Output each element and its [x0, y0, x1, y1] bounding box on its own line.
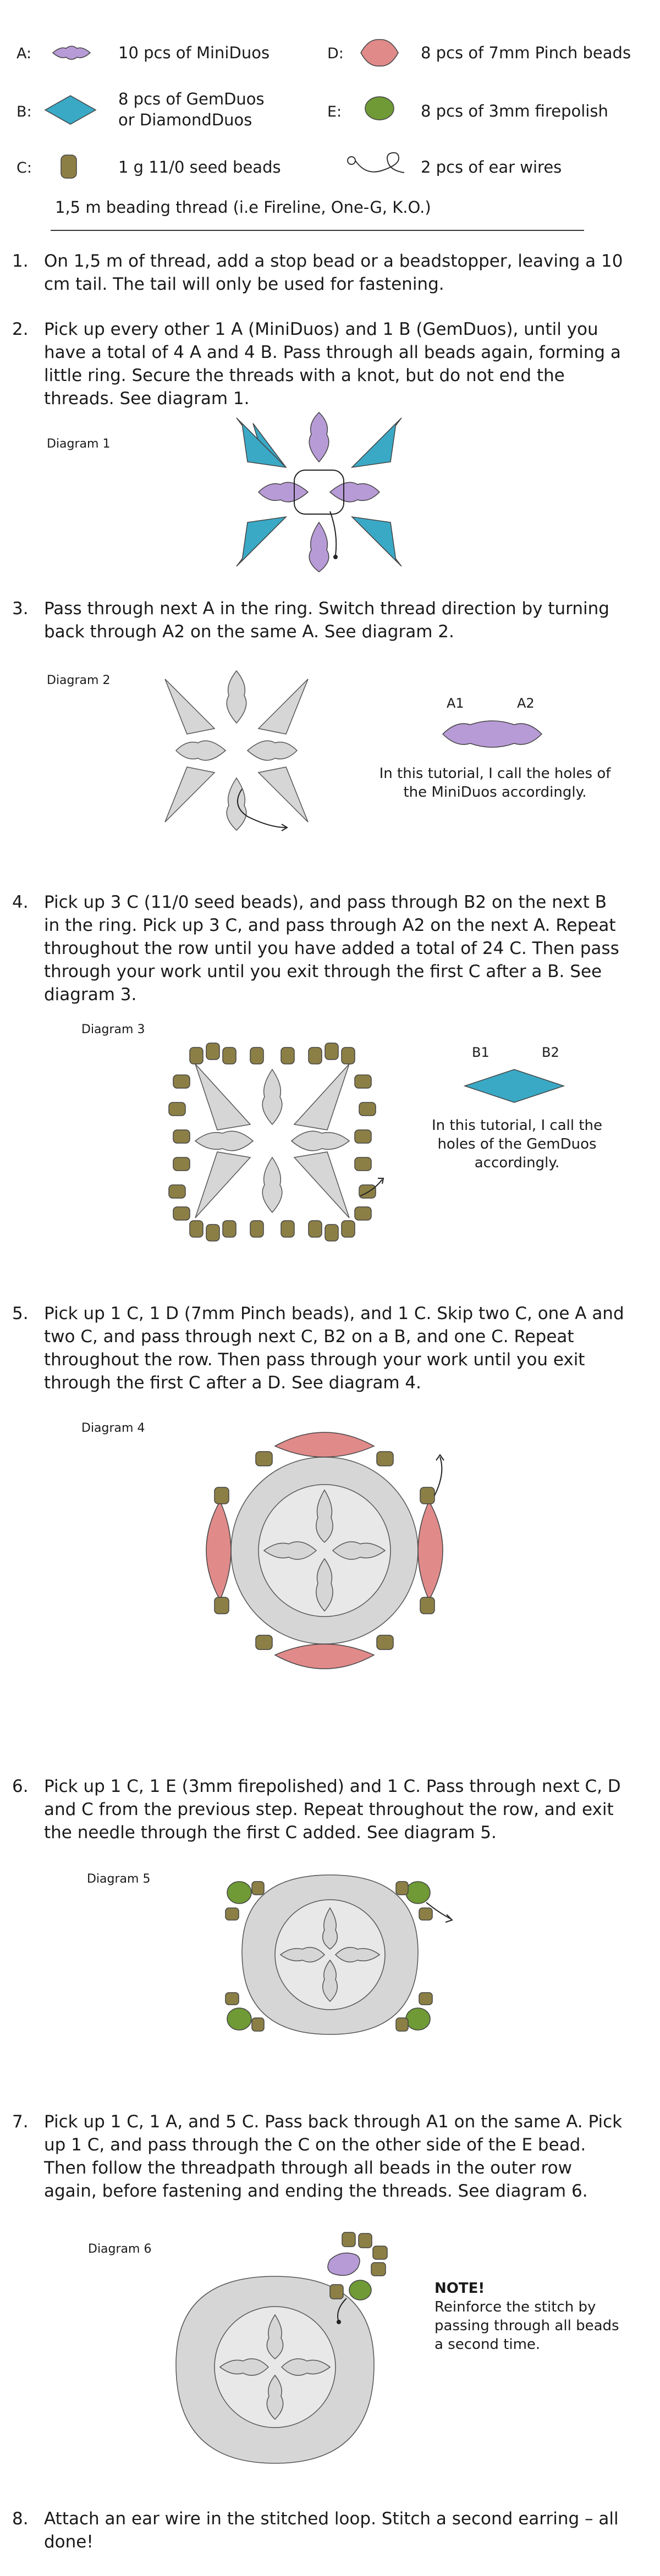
step-text: On 1,5 m of thread, add a stop bead or a…	[44, 251, 623, 294]
gemduo-note-line2: holes of the GemDuos	[437, 1136, 597, 1152]
diagram-2-label: Diagram 2	[47, 674, 111, 687]
reinforce-note-line2: passing through all beads	[435, 2318, 619, 2334]
divider	[51, 230, 584, 231]
miniduo-note-line1: In this tutorial, I call the holes of	[379, 765, 611, 782]
thread-requirement: 1,5 m beading thread (i.e Fireline, One-…	[55, 198, 431, 217]
seed-bead-icon	[61, 155, 77, 179]
step-text: Pick up 1 C, 1 D (7mm Pinch beads), and …	[44, 1304, 624, 1393]
miniduo-note-line2: the MiniDuos accordingly.	[403, 784, 587, 801]
gemduo-diagram-icon	[463, 1069, 565, 1103]
material-letter-e: E:	[327, 103, 342, 120]
reinforce-note-title: NOTE!	[435, 2280, 485, 2297]
material-letter-d: D:	[327, 45, 344, 62]
step-text: Pass through next A in the ring. Switch …	[44, 599, 609, 642]
miniduo-a2-label: A2	[517, 696, 535, 711]
step-number: 4.	[12, 892, 29, 912]
miniduo-icon	[52, 46, 91, 60]
material-c-text: 1 g 11/0 seed beads	[118, 158, 281, 176]
firepolish-icon	[365, 96, 394, 120]
miniduo-a1-label: A1	[447, 696, 464, 711]
step-text: Pick up every other 1 A (MiniDuos) and 1…	[44, 319, 621, 409]
diagram-1	[236, 411, 402, 572]
reinforce-note-line3: a second time.	[435, 2336, 541, 2353]
diagram-6	[175, 2232, 388, 2464]
diagram-5-label: Diagram 5	[87, 1872, 151, 1886]
material-a-text: 10 pcs of MiniDuos	[118, 43, 270, 62]
step-number: 3.	[12, 599, 29, 619]
material-letter-c: C:	[16, 159, 32, 176]
diagram-1-label: Diagram 1	[47, 437, 111, 451]
step-text: Pick up 1 C, 1 E (3mm firepolished) and …	[44, 1777, 621, 1843]
material-letter-b: B:	[16, 103, 32, 120]
material-b-text-2: or DiamondDuos	[118, 111, 252, 129]
step-number: 7.	[12, 2112, 29, 2132]
ear-wire-icon	[347, 152, 405, 173]
gemduo-icon	[44, 95, 97, 125]
material-letter-a: A:	[16, 45, 32, 62]
diagram-3	[168, 1042, 384, 1242]
miniduo-diagram-icon	[442, 720, 543, 748]
material-e-text: 8 pcs of 3mm firepolish	[421, 102, 608, 120]
step-number: 6.	[12, 1777, 29, 1796]
step-text: Pick up 1 C, 1 A, and 5 C. Pass back thr…	[44, 2112, 623, 2201]
reinforce-note-line1: Reinforce the stitch by	[435, 2299, 596, 2315]
gemduo-b1-label: B1	[472, 1045, 490, 1060]
diagram-4-label: Diagram 4	[81, 1421, 145, 1435]
material-b-text-1: 8 pcs of GemDuos	[118, 90, 265, 108]
step-number: 1.	[12, 251, 29, 271]
diagram-2	[164, 670, 309, 831]
gemduo-note-line3: accordingly.	[474, 1155, 560, 1171]
gemduo-b2-label: B2	[542, 1045, 559, 1060]
step-number: 2.	[12, 319, 29, 339]
pinch-bead-icon	[360, 39, 399, 67]
step-text: Pick up 3 C (11/0 seed beads), and pass …	[44, 892, 619, 1005]
diagram-4	[206, 1432, 444, 1669]
material-d-text: 8 pcs of 7mm Pinch beads	[421, 43, 631, 62]
step-text: Attach an ear wire in the stitched loop.…	[44, 2509, 619, 2552]
step-number: 5.	[12, 1304, 29, 1323]
reinforce-note: NOTE! Reinforce the stitch by passing th…	[435, 2279, 644, 2354]
miniduo-note: In this tutorial, I call the holes of th…	[363, 764, 627, 802]
gemduo-note: In this tutorial, I call the holes of th…	[413, 1116, 622, 1172]
gemduo-note-line1: In this tutorial, I call the	[431, 1117, 603, 1134]
diagram-3-label: Diagram 3	[81, 1023, 145, 1036]
step-number: 8.	[12, 2509, 29, 2529]
material-ear-wire-text: 2 pcs of ear wires	[421, 158, 562, 176]
diagram-6-label: Diagram 6	[88, 2242, 152, 2256]
diagram-5	[225, 1874, 453, 2035]
